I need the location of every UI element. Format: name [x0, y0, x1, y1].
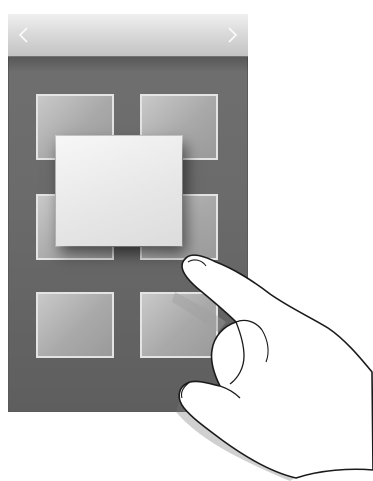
chevron-left-icon[interactable]: [14, 24, 34, 46]
bar-shadow: [8, 56, 248, 72]
phone-screen: [8, 14, 248, 412]
app-tile[interactable]: [36, 292, 114, 358]
chevron-right-icon[interactable]: [222, 24, 242, 46]
top-navigation-bar: [8, 14, 248, 57]
dragged-tile[interactable]: [56, 136, 182, 246]
app-tile[interactable]: [140, 292, 218, 358]
